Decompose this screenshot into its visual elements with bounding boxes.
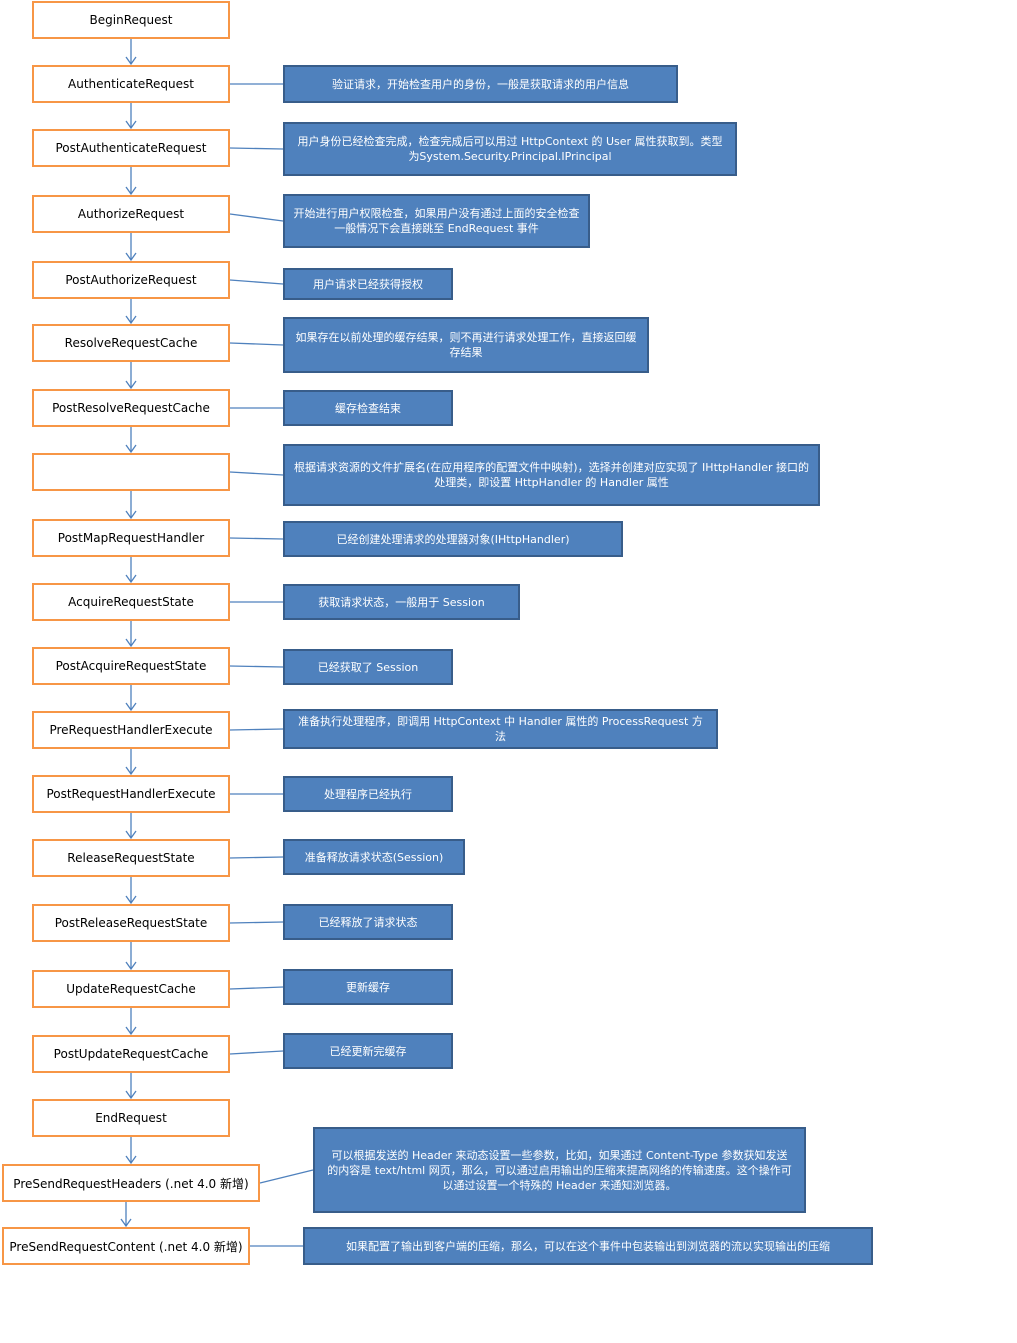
note-update-request-cache: 更新缓存 [283, 969, 453, 1005]
note-pre-send-request-content: 如果配置了输出到客户端的压缩，那么，可以在这个事件中包装输出到浏览器的流以实现输… [303, 1227, 873, 1265]
note-pre-send-request-headers: 可以根据发送的 Header 来动态设置一些参数，比如，如果通过 Content… [313, 1127, 806, 1213]
event-pre-send-request-content: PreSendRequestContent (.net 4.0 新增) [2, 1227, 250, 1265]
event-end-request: EndRequest [32, 1099, 230, 1137]
event-release-request-state: ReleaseRequestState [32, 839, 230, 877]
note-map-request-handler: 根据请求资源的文件扩展名(在应用程序的配置文件中映射)，选择并创建对应实现了 I… [283, 444, 820, 506]
event-post-map-request-handler: PostMapRequestHandler [32, 519, 230, 557]
flow-arrow-head [125, 510, 137, 520]
note-authenticate-request: 验证请求，开始检查用户的身份，一般是获取请求的用户信息 [283, 65, 678, 103]
note-connector [229, 279, 284, 285]
note-connector [229, 921, 284, 924]
flow-arrow-head [125, 444, 137, 454]
note-post-authenticate-request: 用户身份已经检查完成，检查完成后可以用过 HttpContext 的 User … [283, 122, 737, 176]
flow-arrow-head [125, 252, 137, 262]
note-connector [229, 665, 284, 668]
note-connector [229, 213, 284, 222]
note-authorize-request: 开始进行用户权限检查，如果用户没有通过上面的安全检查一般情况下会直接跳至 End… [283, 194, 590, 248]
flow-arrow-head [125, 961, 137, 971]
flow-arrow-head [125, 186, 137, 196]
note-connector [229, 856, 284, 859]
note-post-map-request-handler: 已经创建处理请求的处理器对象(IHttpHandler) [283, 521, 623, 557]
event-resolve-request-cache: ResolveRequestCache [32, 324, 230, 362]
flow-arrow-head [125, 830, 137, 840]
note-connector [229, 537, 284, 540]
note-post-request-handler-execute: 处理程序已经执行 [283, 776, 453, 812]
event-post-authenticate-request: PostAuthenticateRequest [32, 129, 230, 167]
event-pre-send-request-headers: PreSendRequestHeaders (.net 4.0 新增) [2, 1164, 260, 1202]
event-update-request-cache: UpdateRequestCache [32, 970, 230, 1008]
note-pre-request-handler-execute: 准备执行处理程序，即调用 HttpContext 中 Handler 属性的 P… [283, 709, 718, 749]
note-connector [229, 471, 284, 476]
flow-arrow-head [125, 56, 137, 66]
note-connector [229, 147, 284, 150]
event-pre-request-handler-execute: PreRequestHandlerExecute [32, 711, 230, 749]
event-unlabeled [32, 453, 230, 491]
note-acquire-request-state: 获取请求状态，一般用于 Session [283, 584, 520, 620]
flow-arrow-head [125, 1090, 137, 1100]
flow-arrow-head [125, 1026, 137, 1036]
note-post-acquire-request-state: 已经获取了 Session [283, 649, 453, 685]
event-post-acquire-request-state: PostAcquireRequestState [32, 647, 230, 685]
note-post-authorize-request: 用户请求已经获得授权 [283, 268, 453, 300]
note-post-resolve-request-cache: 缓存检查结束 [283, 390, 453, 426]
flow-arrow-head [125, 702, 137, 712]
event-post-resolve-request-cache: PostResolveRequestCache [32, 389, 230, 427]
note-post-update-request-cache: 已经更新完缓存 [283, 1033, 453, 1069]
event-begin-request: BeginRequest [32, 1, 230, 39]
flow-arrow-head [125, 1155, 137, 1165]
note-release-request-state: 准备释放请求状态(Session) [283, 839, 465, 875]
note-connector [229, 1050, 284, 1055]
flow-arrow-head [120, 1218, 132, 1228]
note-post-release-request-state: 已经释放了请求状态 [283, 904, 453, 940]
event-acquire-request-state: AcquireRequestState [32, 583, 230, 621]
flow-arrow-head [125, 574, 137, 584]
flow-arrow-head [125, 120, 137, 130]
event-post-request-handler-execute: PostRequestHandlerExecute [32, 775, 230, 813]
flow-arrow-head [125, 315, 137, 325]
note-resolve-request-cache: 如果存在以前处理的缓存结果，则不再进行请求处理工作，直接返回缓存结果 [283, 317, 649, 373]
flow-arrow-head [125, 766, 137, 776]
event-authenticate-request: AuthenticateRequest [32, 65, 230, 103]
event-post-release-request-state: PostReleaseRequestState [32, 904, 230, 942]
note-connector [229, 342, 284, 346]
event-post-update-request-cache: PostUpdateRequestCache [32, 1035, 230, 1073]
event-authorize-request: AuthorizeRequest [32, 195, 230, 233]
event-post-authorize-request: PostAuthorizeRequest [32, 261, 230, 299]
note-connector [259, 1169, 314, 1184]
note-connector [229, 986, 284, 990]
flow-arrow-head [125, 638, 137, 648]
note-connector [229, 728, 284, 731]
flow-arrow-head [125, 895, 137, 905]
flow-arrow-head [125, 380, 137, 390]
